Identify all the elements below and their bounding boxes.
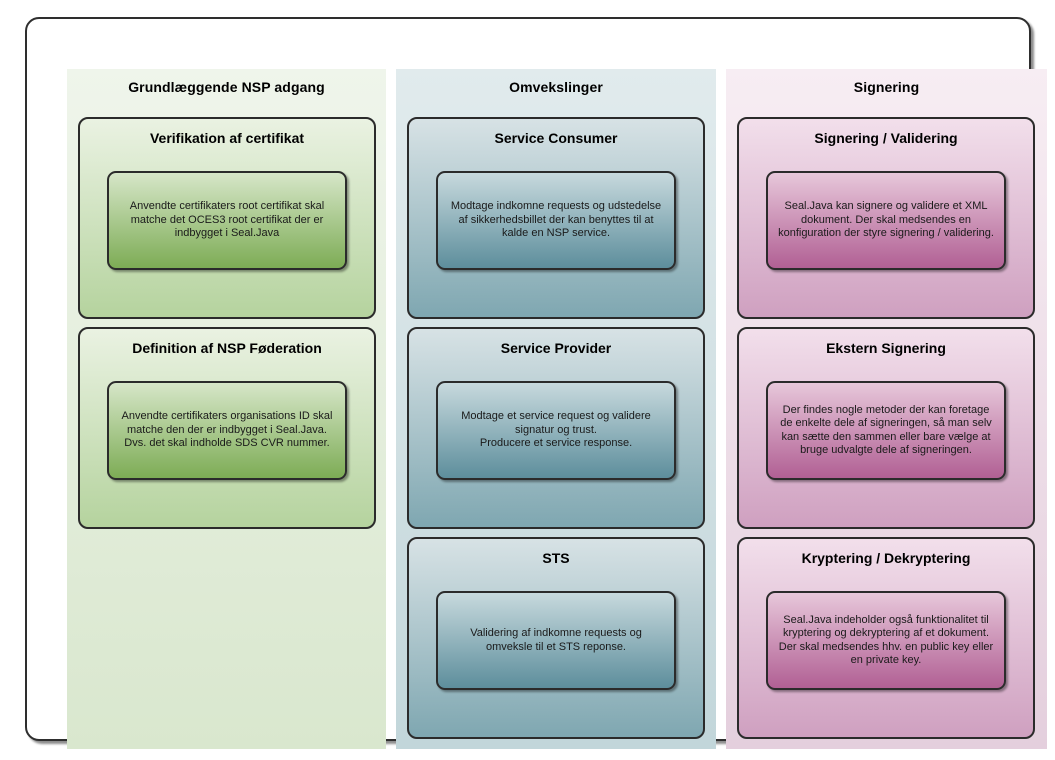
box-note: Anvendte certifikaters root certifikat s…	[107, 171, 347, 270]
diagram-frame: Grundlæggende NSP adgang Verifikation af…	[25, 17, 1047, 749]
column-omvekslinger: Omvekslinger Service Consumer Modtage in…	[396, 69, 716, 749]
box-note-text: Validering af indkomne requests og omvek…	[470, 627, 642, 653]
box-note: Seal.Java indeholder også funktionalitet…	[766, 591, 1006, 690]
box-note: Der findes nogle metoder der kan foretag…	[766, 381, 1006, 480]
box-kryptering-dekryptering: Kryptering / Dekryptering Seal.Java inde…	[737, 537, 1035, 739]
box-service-provider: Service Provider Modtage et service requ…	[407, 327, 705, 529]
box-note-text: Seal.Java kan signere og validere et XML…	[778, 200, 994, 240]
box-note: Modtage indkomne requests og udstedelse …	[436, 171, 676, 270]
column-nsp-adgang: Grundlæggende NSP adgang Verifikation af…	[67, 69, 386, 749]
box-title: Kryptering / Dekryptering	[801, 550, 971, 566]
box-title: Ekstern Signering	[826, 340, 946, 356]
box-title: Verifikation af certifikat	[149, 130, 305, 146]
column-signering: Signering Signering / Validering Seal.Ja…	[726, 69, 1047, 749]
box-title: Signering / Validering	[814, 130, 958, 146]
box-note-text: Modtage indkomne requests og udstedelse …	[450, 200, 662, 240]
box-title: Service Consumer	[494, 130, 618, 146]
box-definition-af-nsp-foederation: Definition af NSP Føderation Anvendte ce…	[78, 327, 376, 529]
box-sts: STS Validering af indkomne requests og o…	[407, 537, 705, 739]
box-note-text: Anvendte certifikaters root certifikat s…	[129, 200, 325, 240]
box-note: Seal.Java kan signere og validere et XML…	[766, 171, 1006, 270]
column-header: Omvekslinger	[509, 79, 603, 95]
box-note-text: Anvendte certifikaters organisations ID …	[121, 410, 333, 450]
box-signering-validering: Signering / Validering Seal.Java kan sig…	[737, 117, 1035, 319]
box-verifikation-af-certifikat: Verifikation af certifikat Anvendte cert…	[78, 117, 376, 319]
column-header: Grundlæggende NSP adgang	[128, 79, 325, 95]
box-note: Anvendte certifikaters organisations ID …	[107, 381, 347, 480]
box-ekstern-signering: Ekstern Signering Der findes nogle metod…	[737, 327, 1035, 529]
box-note-text: Seal.Java indeholder også funktionalitet…	[778, 613, 994, 667]
box-note: Modtage et service request og validere s…	[436, 381, 676, 480]
box-title: Definition af NSP Føderation	[132, 340, 322, 356]
box-service-consumer: Service Consumer Modtage indkomne reques…	[407, 117, 705, 319]
box-note: Validering af indkomne requests og omvek…	[436, 591, 676, 690]
box-note-text: Modtage et service request og validere s…	[461, 410, 651, 450]
column-header: Signering	[853, 79, 920, 95]
box-title: Service Provider	[500, 340, 612, 356]
box-title: STS	[542, 550, 570, 566]
box-note-text: Der findes nogle metoder der kan foretag…	[780, 403, 992, 457]
